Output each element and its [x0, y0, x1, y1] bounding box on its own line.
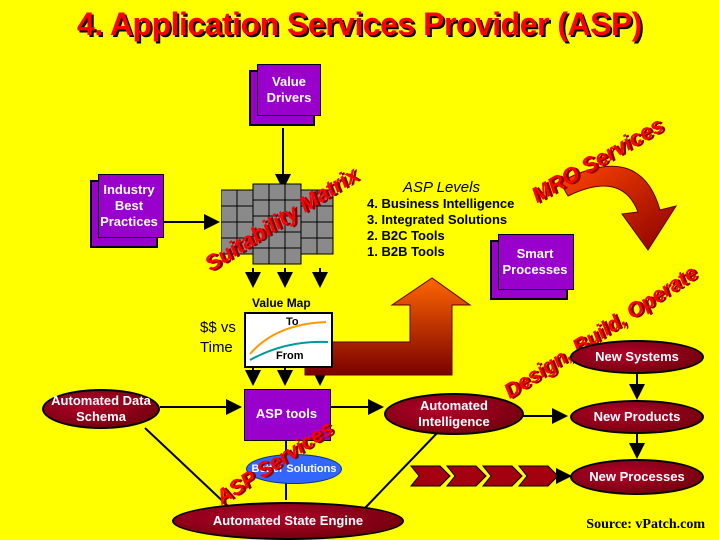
asp-level-item: 4. Business Intelligence	[367, 196, 515, 211]
value-drivers-label: Value Drivers	[266, 74, 312, 105]
industry-best-practices-label: Industry Best Practices	[100, 182, 158, 229]
new-systems-oval: New Systems	[570, 340, 704, 374]
automated-intelligence-oval: Automated Intelligence	[384, 393, 524, 435]
value-map-chart: To From	[244, 312, 333, 368]
value-map-to: To	[286, 316, 299, 328]
better-solutions-oval: Better Solutions	[246, 454, 342, 484]
suitability-matrix-grid	[220, 180, 346, 275]
automated-data-schema-oval: Automated Data Schema	[42, 389, 160, 429]
source-credit: Source: vPatch.com	[586, 517, 705, 532]
new-products-oval: New Products	[570, 400, 704, 434]
value-map-curves	[249, 321, 329, 361]
asp-levels: ASP Levels 4. Business Intelligence 3. I…	[367, 180, 514, 260]
industry-best-practices-box	[90, 174, 164, 248]
asp-levels-heading: ASP Levels	[403, 179, 480, 196]
value-map-from: From	[276, 350, 304, 362]
page-title: 4. Application Services Provider (ASP)	[77, 6, 642, 42]
asp-level-item: 3. Integrated Solutions	[367, 212, 508, 227]
automated-state-engine-oval: Automated State Engine	[172, 502, 404, 540]
asp-level-item: 2. B2C Tools	[367, 228, 445, 243]
asp-tools-box	[244, 389, 331, 441]
asp-level-item: 1. B2B Tools	[367, 244, 445, 259]
smart-processes-label: Smart Processes	[502, 246, 568, 277]
smart-processes-box	[490, 234, 574, 300]
dollars-vs-time-label: $$ vs Time	[200, 319, 236, 356]
value-drivers-box	[249, 64, 321, 126]
new-processes-oval: New Processes	[570, 459, 704, 495]
value-map-title: Value Map	[252, 296, 311, 310]
asp-tools-label: ASP tools	[255, 406, 318, 421]
